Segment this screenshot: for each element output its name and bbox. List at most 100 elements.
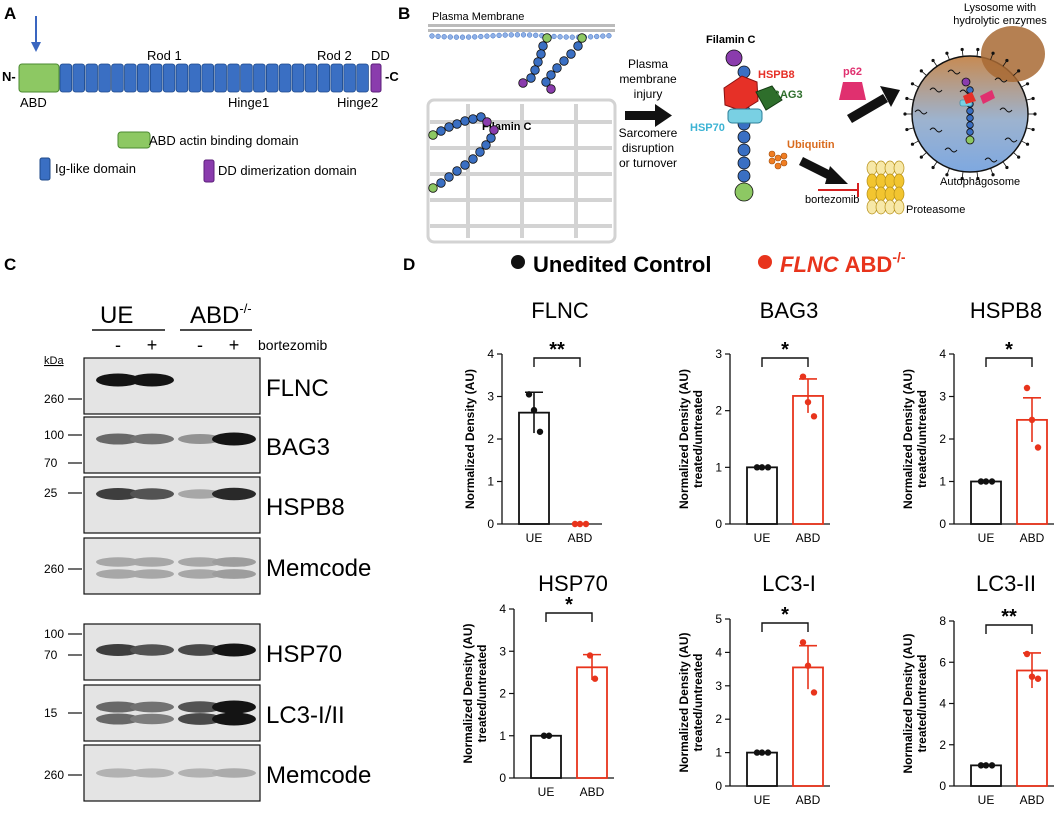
filamin-bead xyxy=(737,169,751,183)
lysosome-shape xyxy=(981,26,1045,82)
lysosome-label-line-1: Lysosome with xyxy=(964,2,1036,14)
proteasome-subunit xyxy=(893,160,905,176)
significance-bracket xyxy=(533,357,581,367)
p62-label: p62 xyxy=(843,66,862,78)
data-point xyxy=(753,749,761,756)
blot-band xyxy=(130,768,174,778)
hsp70-label: HSP70 xyxy=(690,122,725,134)
membrane-spike-tip xyxy=(903,112,907,116)
membrane-bead xyxy=(496,32,502,39)
filamin-bead xyxy=(737,130,751,144)
ig-domain-block xyxy=(240,63,253,93)
y-axis-label: Normalized Density (AU)treated/untreated xyxy=(901,369,929,509)
membrane-bead xyxy=(526,32,533,38)
y-tick-label: 0 xyxy=(939,517,946,531)
data-point xyxy=(576,520,584,528)
data-point xyxy=(1034,444,1042,451)
blot-band xyxy=(178,489,222,499)
trigger-arrow xyxy=(625,104,672,127)
blot-band xyxy=(178,768,222,778)
membrane-spike-tip xyxy=(905,127,909,132)
membrane-spike-tip xyxy=(1005,165,1009,170)
bar xyxy=(576,666,608,779)
blot-band xyxy=(130,701,174,713)
y-tick-label: 0 xyxy=(939,779,946,793)
ig-domain-block xyxy=(291,63,305,93)
filamin-bead xyxy=(965,135,975,145)
mw-marker-label: 260 xyxy=(44,562,64,576)
blot-band xyxy=(130,557,174,567)
trigger-line-6: or turnover xyxy=(619,156,677,170)
membrane-spike-tip xyxy=(960,47,964,52)
y-axis-label: Normalized Density (AU)treated/untreated xyxy=(677,632,705,772)
y-tick-label: 3 xyxy=(499,644,506,658)
group-abd-label: ABD-/- xyxy=(190,301,252,329)
ig-domain-block xyxy=(59,63,73,93)
chart-title: LC3-II xyxy=(976,571,1036,596)
ig-domain-block xyxy=(162,63,176,93)
trigger-line-5: disruption xyxy=(622,141,674,155)
y-tick-label: 4 xyxy=(499,602,506,616)
dd-domain-box xyxy=(370,63,382,93)
blot-band xyxy=(178,569,222,579)
filamin-bead xyxy=(546,70,556,80)
c-terminus-label: -C xyxy=(385,69,399,84)
blot-label: LC3-I/II xyxy=(266,702,345,729)
filamin-bead xyxy=(533,57,543,67)
plasma-membrane-label: Plasma Membrane xyxy=(432,11,524,23)
filamin-bead xyxy=(961,77,971,87)
significance-label: ** xyxy=(1001,606,1017,628)
filamin-bead xyxy=(734,182,754,202)
filamin-bead xyxy=(481,140,491,150)
chart-title: HSP70 xyxy=(538,571,608,596)
data-point xyxy=(977,478,985,485)
panel-c: C UE ABD-/- - + - + bortezomib kDa FLNC2… xyxy=(4,255,371,802)
hspb8-shape xyxy=(963,92,976,104)
membrane-bead xyxy=(587,34,594,40)
treat-sign-2: + xyxy=(147,335,158,355)
filamin-bead xyxy=(552,63,562,73)
membrane-spike-tip xyxy=(1025,142,1030,146)
proteasome-subunit xyxy=(866,186,878,202)
filamin-c-left-chain xyxy=(428,33,587,193)
proteasome-subunit xyxy=(884,160,896,176)
blot-band xyxy=(96,768,140,778)
bag3-shape xyxy=(755,85,783,111)
blot-band xyxy=(130,644,174,656)
ig-domain-block xyxy=(201,63,214,93)
treat-sign-4: + xyxy=(229,335,240,355)
x-tick-label: UE xyxy=(978,793,995,807)
blot-band xyxy=(96,557,140,567)
blot-band xyxy=(212,487,256,501)
membrane-spike-tip xyxy=(976,176,980,181)
data-point xyxy=(753,464,761,471)
mw-marker-label: 70 xyxy=(44,456,58,470)
data-point xyxy=(586,652,594,659)
data-point xyxy=(758,749,766,756)
bar xyxy=(792,395,824,525)
membrane-bead xyxy=(441,34,447,40)
hinge2-label: Hinge2 xyxy=(337,95,378,110)
trigger-line-2: membrane xyxy=(619,72,677,86)
filamin-bead xyxy=(486,133,496,143)
legend-control-label: Unedited Control xyxy=(533,252,711,277)
y-tick-label: 1 xyxy=(939,475,946,489)
blot-band xyxy=(96,644,140,656)
blot-band xyxy=(212,643,256,657)
trigger-line-3: injury xyxy=(634,87,663,101)
filamin-bead xyxy=(538,41,548,51)
ig-domain-block xyxy=(111,63,124,93)
membrane-bead xyxy=(453,34,460,40)
data-point xyxy=(1034,675,1042,682)
autophagosome-label: Autophagosome xyxy=(940,176,1020,188)
data-point xyxy=(804,662,812,669)
hydrolytic-enzyme xyxy=(929,87,943,93)
filamin-bead xyxy=(452,166,462,176)
ubiquitin-cluster xyxy=(768,150,788,170)
y-tick-label: 1 xyxy=(499,729,506,743)
panel-a-letter: A xyxy=(4,4,16,23)
data-point xyxy=(540,732,548,739)
filamin-bead xyxy=(737,65,751,79)
